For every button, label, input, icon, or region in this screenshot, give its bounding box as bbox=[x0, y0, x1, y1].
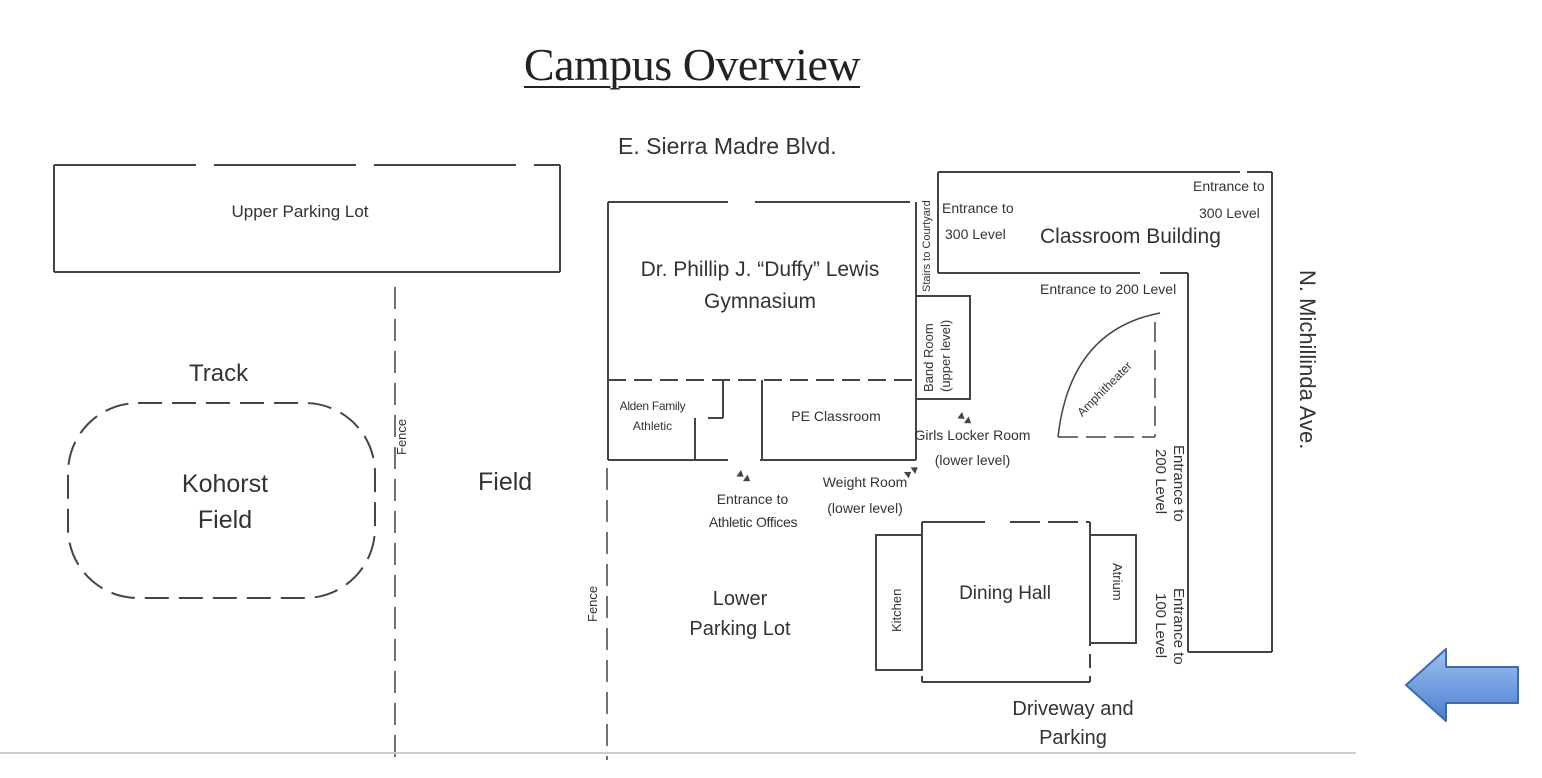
street-north-label: E. Sierra Madre Blvd. bbox=[618, 133, 837, 159]
alden-athletic-label-1: Alden Family bbox=[619, 399, 686, 413]
double-arrow-marker-icon bbox=[736, 470, 751, 482]
page-title: Campus Overview bbox=[523, 39, 861, 90]
kitchen-label: Kitchen bbox=[889, 588, 904, 632]
street-east-label: N. Michillinda Ave. bbox=[1295, 270, 1320, 450]
band-room-label-1: Band Room bbox=[921, 323, 936, 392]
band-room-label-2: (upper level) bbox=[938, 319, 953, 392]
left-arrow-icon bbox=[1405, 648, 1519, 722]
pe-classroom-label: PE Classroom bbox=[791, 408, 881, 424]
track-outline bbox=[67, 402, 376, 599]
back-button[interactable] bbox=[1402, 645, 1522, 727]
kohorst-field-label-1: Kohorst bbox=[181, 470, 269, 498]
double-arrow-marker-icon bbox=[904, 467, 918, 479]
entrance-300-left-label-1: Entrance to bbox=[942, 200, 1014, 216]
bottom-divider bbox=[0, 752, 1356, 754]
entrance-300-left-label-2: 300 Level bbox=[945, 226, 1006, 242]
gymnasium-label-2: Gymnasium bbox=[703, 290, 817, 313]
lower-parking-label-1: Lower bbox=[712, 588, 768, 610]
weight-room-label-1: Weight Room bbox=[822, 474, 908, 490]
athletic-offices-label-1: Entrance to bbox=[716, 491, 789, 507]
field-label: Field bbox=[478, 468, 533, 496]
athletic-offices-label-2: Athletic Offices bbox=[708, 514, 798, 530]
classroom-building-outline bbox=[937, 171, 1273, 653]
lower-parking-label-2: Parking Lot bbox=[689, 618, 791, 640]
entrance-100-side-label-1: Entrance to bbox=[1170, 588, 1187, 665]
entrance-300-right-label-1: Entrance to bbox=[1193, 178, 1265, 194]
amphitheater-outline bbox=[1057, 312, 1161, 438]
girls-locker-label-2: (lower level) bbox=[934, 452, 1011, 468]
entrance-100-side-label-2: 100 Level bbox=[1152, 593, 1169, 659]
dining-hall-outline bbox=[875, 521, 1137, 683]
entrance-markers bbox=[736, 412, 972, 482]
upper-parking-outline bbox=[53, 164, 561, 273]
double-arrow-marker-icon bbox=[957, 412, 972, 424]
track-label: Track bbox=[189, 360, 249, 387]
upper-parking-label: Upper Parking Lot bbox=[231, 202, 369, 221]
girls-locker-label-1: Girls Locker Room bbox=[914, 427, 1031, 443]
stairs-courtyard-label: Stairs to Courtyard bbox=[921, 200, 933, 292]
fence-west-label: Fence bbox=[394, 418, 409, 455]
entrance-200-side-label-2: 200 Level bbox=[1152, 449, 1169, 515]
entrance-200-side-label-1: Entrance to bbox=[1170, 445, 1187, 522]
gymnasium-label-1: Dr. Phillip J. “Duffy” Lewis bbox=[640, 258, 880, 281]
alden-athletic-label-2: Athletic bbox=[632, 419, 673, 433]
atrium-label: Atrium bbox=[1110, 563, 1125, 601]
driveway-label-1: Driveway and bbox=[1012, 698, 1134, 720]
band-room-outline bbox=[915, 295, 971, 400]
weight-room-label-2: (lower level) bbox=[827, 500, 903, 516]
entrance-300-right-label-2: 300 Level bbox=[1199, 205, 1260, 221]
entrance-200-top-label: Entrance to 200 Level bbox=[1040, 281, 1177, 297]
fence-south-label: Fence bbox=[585, 585, 600, 622]
dining-hall-label: Dining Hall bbox=[959, 583, 1051, 604]
kohorst-field-label-2: Field bbox=[197, 506, 253, 534]
driveway-label-2: Parking bbox=[1039, 727, 1107, 749]
classroom-building-label: Classroom Building bbox=[1040, 225, 1221, 248]
